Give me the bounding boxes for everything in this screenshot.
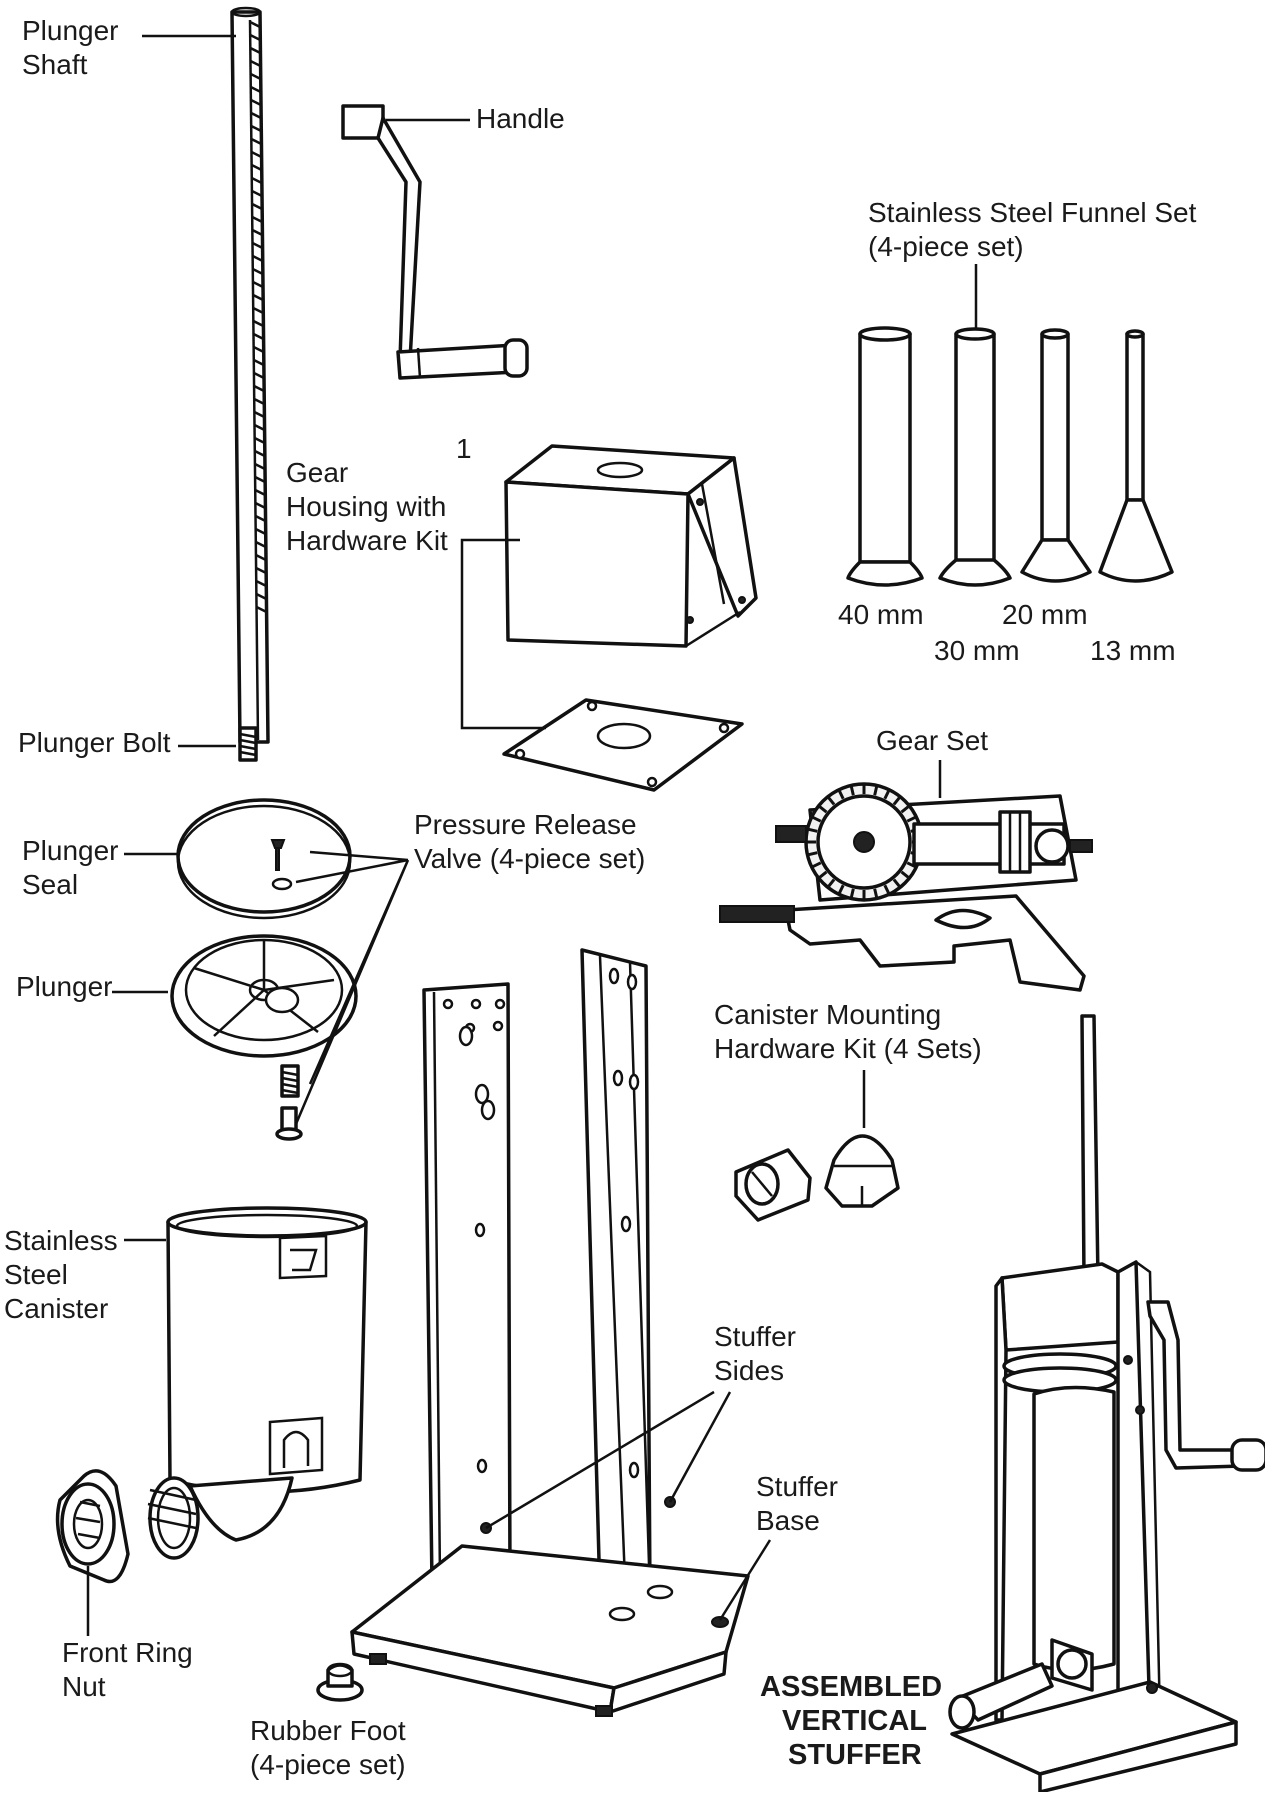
svg-text:Valve (4-piece set): Valve (4-piece set) bbox=[414, 843, 645, 874]
svg-text:(4-piece set): (4-piece set) bbox=[868, 231, 1024, 262]
svg-text:Front Ring: Front Ring bbox=[62, 1637, 193, 1668]
svg-text:Hardware Kit: Hardware Kit bbox=[286, 525, 448, 556]
plunger-bolt-label: Plunger Bolt bbox=[18, 727, 236, 758]
funnel-20mm bbox=[1020, 328, 1092, 583]
svg-text:Nut: Nut bbox=[62, 1671, 106, 1702]
plunger-seal-label: Plunger Seal bbox=[22, 835, 178, 900]
svg-text:Gear Set: Gear Set bbox=[876, 725, 988, 756]
plunger-shaft-label: Plunger Shaft bbox=[22, 15, 236, 80]
gear-housing-label: Gear Housing with Hardware Kit bbox=[286, 457, 546, 730]
stuffer-sides-label: Stuffer Sides bbox=[485, 1321, 796, 1530]
svg-text:20 mm: 20 mm bbox=[1002, 599, 1088, 630]
gear-housing-plate bbox=[502, 698, 744, 792]
plunger-shaft bbox=[230, 6, 270, 744]
svg-text:Stuffer: Stuffer bbox=[714, 1321, 796, 1352]
stuffer-side-right bbox=[580, 948, 676, 1614]
assembled-stuffer bbox=[948, 1014, 1265, 1794]
svg-text:STUFFER: STUFFER bbox=[788, 1739, 922, 1771]
svg-text:13 mm: 13 mm bbox=[1090, 635, 1176, 666]
plunger-label: Plunger bbox=[16, 971, 168, 1002]
funnel-size-labels: 40 mm 20 mm 30 mm 13 mm bbox=[838, 599, 1176, 666]
rubber-foot-label: Rubber Foot (4-piece set) bbox=[250, 1715, 406, 1780]
svg-text:VERTICAL: VERTICAL bbox=[782, 1705, 927, 1737]
funnel-set-label: Stainless Steel Funnel Set (4-piece set) bbox=[868, 197, 1197, 330]
stuffer-base bbox=[350, 1544, 750, 1717]
pressure-valve-parts bbox=[275, 1064, 303, 1141]
front-ring-nut bbox=[55, 1469, 130, 1584]
svg-text:Stainless Steel Funnel Set: Stainless Steel Funnel Set bbox=[868, 197, 1197, 228]
svg-text:Steel: Steel bbox=[4, 1259, 68, 1290]
svg-text:30 mm: 30 mm bbox=[934, 635, 1020, 666]
stuffer-base-label: Stuffer Base bbox=[718, 1471, 838, 1621]
plunger-seal bbox=[176, 798, 352, 920]
svg-text:Handle: Handle bbox=[476, 103, 565, 134]
svg-text:Gear: Gear bbox=[286, 457, 348, 488]
svg-text:ASSEMBLED: ASSEMBLED bbox=[760, 1671, 942, 1703]
plunger bbox=[170, 934, 358, 1058]
svg-text:Base: Base bbox=[756, 1505, 820, 1536]
svg-text:Plunger: Plunger bbox=[16, 971, 113, 1002]
plunger-bolt bbox=[238, 726, 258, 762]
handle-label: Handle bbox=[386, 103, 565, 134]
svg-text:40 mm: 40 mm bbox=[838, 599, 924, 630]
assembled-label: ASSEMBLED VERTICAL STUFFER bbox=[760, 1671, 942, 1771]
svg-text:Shaft: Shaft bbox=[22, 49, 88, 80]
svg-text:Hardware Kit (4 Sets): Hardware Kit (4 Sets) bbox=[714, 1033, 982, 1064]
svg-text:Plunger: Plunger bbox=[22, 835, 119, 866]
svg-text:Seal: Seal bbox=[22, 869, 78, 900]
canister-hw-label: Canister Mounting Hardware Kit (4 Sets) bbox=[714, 999, 982, 1128]
gear-housing: 1 bbox=[456, 433, 758, 648]
svg-text:Canister Mounting: Canister Mounting bbox=[714, 999, 941, 1030]
funnel-13mm bbox=[1098, 329, 1174, 583]
gear-set bbox=[719, 782, 1093, 992]
handle bbox=[341, 104, 529, 380]
svg-text:(4-piece set): (4-piece set) bbox=[250, 1749, 406, 1780]
gear-set-label: Gear Set bbox=[876, 725, 988, 798]
canister-mounting-hardware bbox=[734, 1134, 900, 1222]
svg-text:1: 1 bbox=[456, 433, 472, 464]
svg-text:Stainless: Stainless bbox=[4, 1225, 118, 1256]
svg-text:Stuffer: Stuffer bbox=[756, 1471, 838, 1502]
svg-text:Pressure Release: Pressure Release bbox=[414, 809, 637, 840]
stainless-canister bbox=[147, 1206, 368, 1560]
svg-text:Housing with: Housing with bbox=[286, 491, 446, 522]
svg-text:Sides: Sides bbox=[714, 1355, 784, 1386]
svg-text:Plunger Bolt: Plunger Bolt bbox=[18, 727, 171, 758]
pressure-valve-label: Pressure Release Valve (4-piece set) bbox=[294, 809, 645, 1125]
front-ring-label: Front Ring Nut bbox=[62, 1566, 193, 1702]
rubber-foot bbox=[316, 1662, 364, 1702]
svg-text:Rubber Foot: Rubber Foot bbox=[250, 1715, 406, 1746]
stuffer-side-left bbox=[422, 982, 512, 1586]
canister-label: Stainless Steel Canister bbox=[4, 1225, 166, 1324]
svg-text:Plunger: Plunger bbox=[22, 15, 119, 46]
svg-text:Canister: Canister bbox=[4, 1293, 108, 1324]
funnel-30mm bbox=[938, 327, 1012, 587]
funnel-40mm bbox=[846, 326, 924, 587]
